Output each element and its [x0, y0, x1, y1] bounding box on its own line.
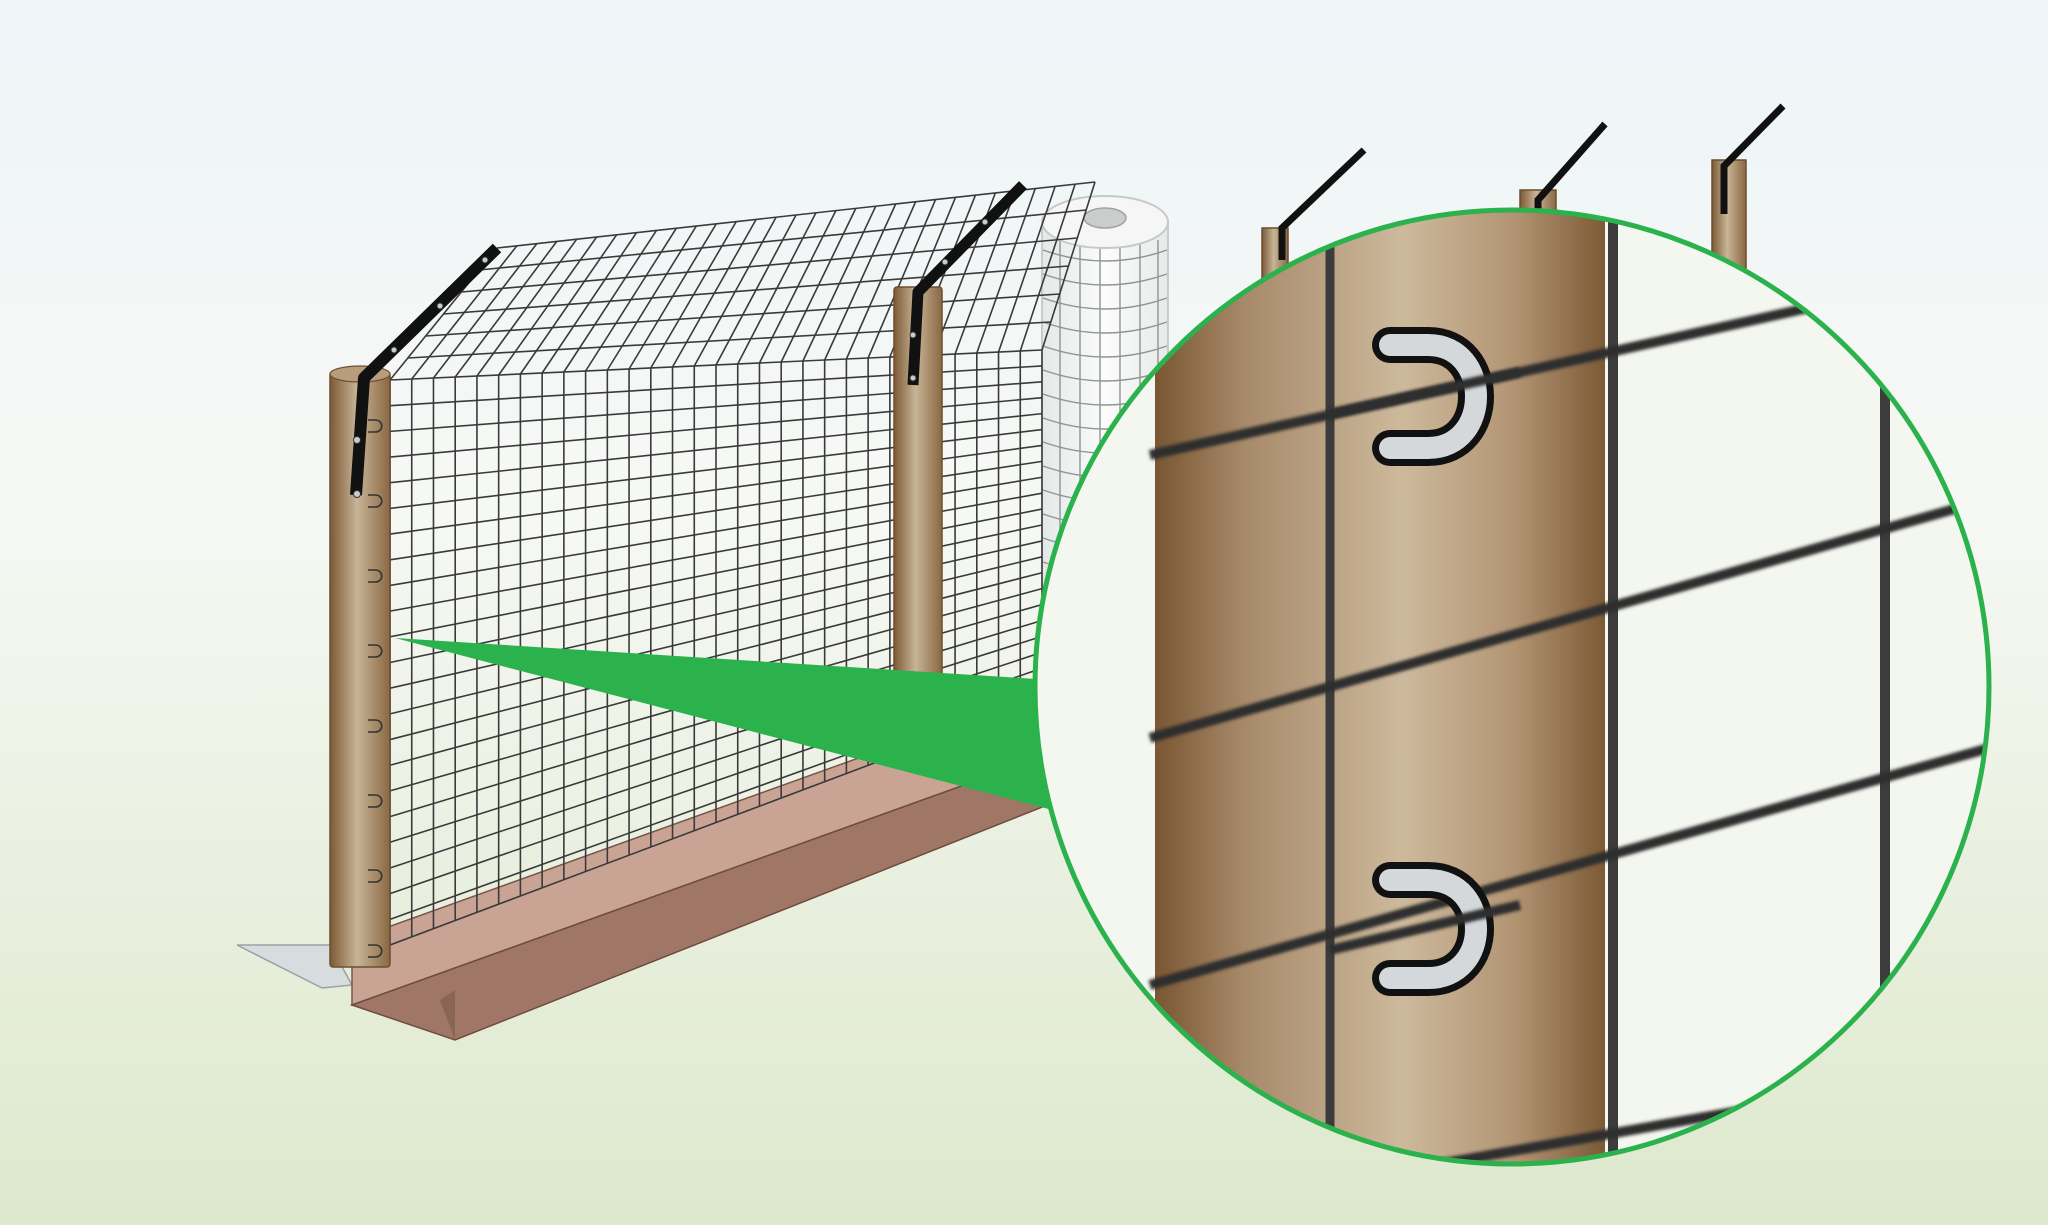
staple — [368, 494, 383, 508]
staple — [368, 644, 383, 658]
zoom-staple-1 — [1372, 327, 1494, 466]
callout-wedge — [395, 638, 1060, 812]
roll-wire-ring — [1042, 321, 1168, 334]
overhang-cross-wire — [461, 237, 1078, 293]
roll-core — [1083, 207, 1127, 229]
left-post-bracket — [350, 243, 502, 496]
far-post-3 — [1711, 159, 1747, 271]
staple — [368, 869, 383, 883]
middle-post — [893, 181, 1027, 681]
overhang-cross-wire — [443, 265, 1069, 315]
far-post-1-bracket — [1278, 147, 1367, 260]
staple — [368, 794, 383, 808]
overhang-cross-wire — [496, 181, 1096, 249]
overhang-cross-wire — [407, 321, 1051, 359]
left-post — [329, 243, 502, 968]
overhang-cross-wire — [425, 293, 1060, 337]
left-post-staples — [368, 419, 383, 958]
staple — [368, 944, 383, 958]
roll-wire-ring — [1042, 273, 1168, 286]
staple — [368, 719, 383, 733]
roll-wire-ring — [1042, 345, 1168, 358]
staple — [368, 419, 383, 433]
far-post-3-bracket — [1720, 103, 1786, 214]
zoom-callout — [1032, 207, 1992, 1167]
staple — [368, 569, 383, 583]
zoom-staple-2 — [1372, 862, 1494, 996]
zoom-border — [1032, 207, 1992, 1167]
roll-wire-ring — [1042, 249, 1168, 262]
footer-plate-edge — [440, 990, 455, 1040]
